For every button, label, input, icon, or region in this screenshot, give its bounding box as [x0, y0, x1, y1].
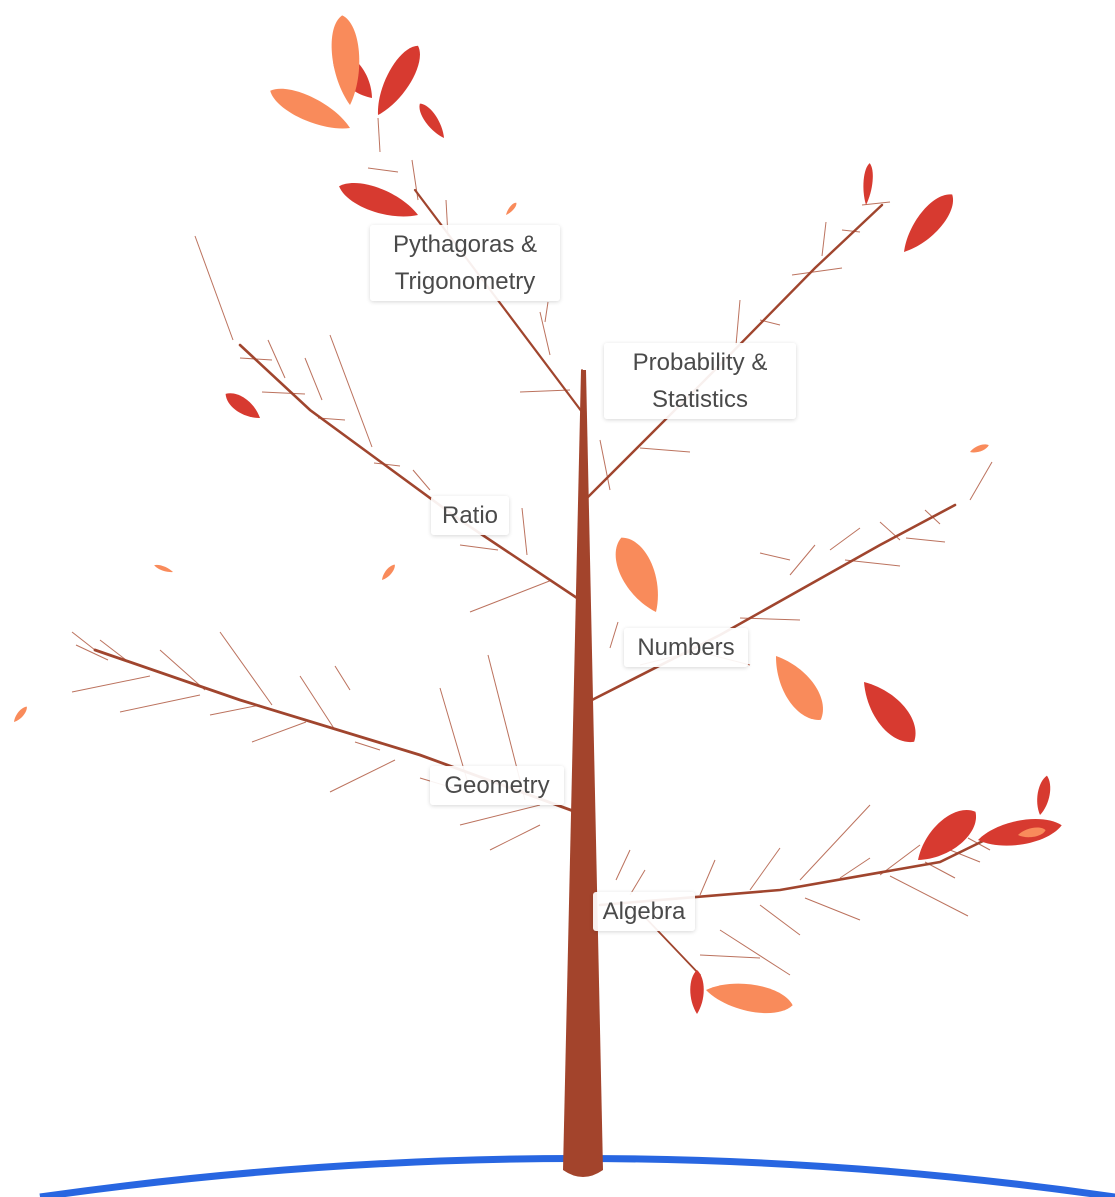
branches — [93, 188, 987, 976]
leaf-red — [918, 810, 976, 860]
leaf-orange — [154, 564, 173, 573]
leaf-red — [225, 393, 260, 419]
leaf-red — [978, 819, 1062, 846]
leaf-red — [863, 163, 873, 205]
leaf-orange — [1018, 827, 1046, 838]
leaf-red — [1037, 775, 1051, 815]
leaf-red — [339, 183, 418, 217]
tree-trunk — [563, 370, 603, 1177]
leaf-red — [864, 682, 916, 742]
leaves — [14, 15, 1062, 1014]
leaf-red — [904, 194, 954, 252]
topic-geometry[interactable]: Geometry — [430, 766, 564, 805]
leaf-orange — [382, 564, 395, 580]
leaf-red — [377, 45, 420, 115]
leaf-red — [690, 970, 704, 1014]
topic-numbers[interactable]: Numbers — [624, 628, 748, 667]
leaf-orange — [706, 983, 793, 1014]
leaf-orange — [970, 444, 989, 453]
leaf-red — [419, 103, 444, 138]
topic-probability-statistics[interactable]: Probability & Statistics — [604, 343, 796, 419]
leaf-orange — [331, 15, 360, 105]
leaf-orange — [506, 202, 517, 215]
leaf-orange — [775, 656, 823, 720]
leaf-orange — [615, 537, 658, 612]
leaf-orange — [14, 706, 27, 722]
topic-algebra[interactable]: Algebra — [593, 892, 695, 931]
topic-ratio[interactable]: Ratio — [431, 496, 509, 535]
topic-pythagoras-trigonometry[interactable]: Pythagoras & Trigonometry — [370, 225, 560, 301]
leaf-orange — [270, 88, 350, 129]
